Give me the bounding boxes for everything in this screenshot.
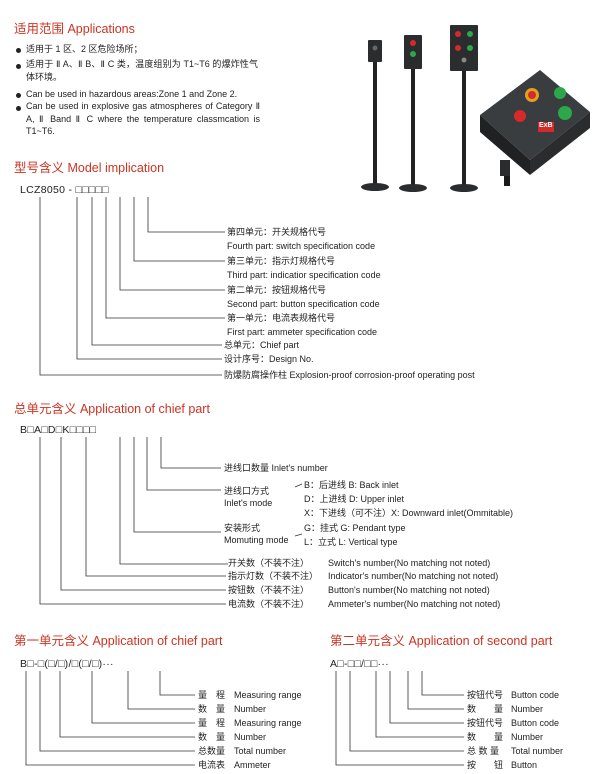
inlet-mode-en: Inlet's mode [224, 498, 273, 508]
first-row-2-en: Number [234, 704, 267, 714]
model-label-2-cn: 第二单元：按钮规格代号 [227, 285, 327, 295]
model-label-3-cn: 第三单元：指示灯规格代号 [227, 256, 336, 266]
switch-count-en: Switch's number(No matching not noted) [328, 558, 491, 568]
app-item-2: 适用于 Ⅱ A、Ⅱ B、Ⅱ C 类，温度组别为 T1~T6 的爆炸性气体环境。 [26, 59, 258, 82]
second-row-2-cn: 数 量 [467, 704, 504, 714]
inlet-option-x: X：下进线（可不注）X: Downward inlet(Ommitable) [304, 508, 514, 518]
inlet-option-d: D：上进线 D: Upper inlet [304, 494, 405, 504]
first-row-4-en: Number [234, 732, 267, 742]
first-row-6-cn: 电流表 [198, 760, 226, 770]
bullet [16, 106, 21, 111]
first-unit-title: 第一单元含义 Application of chief part [14, 634, 223, 648]
chief-code: B□A□D□K□□□□ [20, 424, 97, 436]
second-row-4-cn: 数 量 [467, 732, 504, 742]
first-unit-code: B□-□(□/□)/□(□/□)··· [20, 658, 114, 670]
indicator-count-cn: 指示灯数（不装不注） [228, 571, 319, 581]
first-row-3-cn: 量 程 [198, 718, 226, 728]
bullet [16, 64, 21, 69]
second-row-3-en: Button code [511, 718, 560, 728]
model-label-2-en: Second part: button specification code [227, 299, 380, 309]
model-label-3-en: Third part: indicatior specification cod… [227, 270, 381, 280]
app-item-4: Can be used in explosive gas atmospheres… [26, 101, 260, 136]
first-row-3-en: Measuring range [234, 718, 302, 728]
app-item-3: Can be used in hazardous areas:Zone 1 an… [26, 89, 238, 99]
inlet-option-b: B：后进线 B: Back inlet [304, 480, 399, 490]
second-row-5-cn: 总 数 量 [467, 746, 500, 756]
model-label-1-cn: 第一单元：电流表规格代号 [227, 313, 336, 323]
second-unit-title: 第二单元含义 Application of second part [330, 634, 553, 648]
chief-title: 总单元含义 Application of chief part [14, 402, 210, 416]
ammeter-count-en: Ammeter's number(No matching not noted) [328, 599, 501, 609]
second-row-6-en: Button [511, 760, 538, 770]
app-item-1: 适用于 1 区、2 区危险场所； [26, 44, 143, 54]
inlet-number-label: 进线口数量 Inlet's number [224, 463, 328, 473]
exb-label: ExB [539, 122, 553, 129]
operating-post-3 [450, 25, 478, 192]
second-row-4-en: Number [511, 732, 544, 742]
second-unit-code: A□-□□/□□··· [330, 658, 389, 670]
inlet-mode-cn: 进线口方式 [224, 486, 270, 496]
button-count-cn: 按钮数（不装不注） [228, 585, 310, 595]
mount-option-g: G：挂式 G: Pendant type [304, 523, 406, 533]
model-label-4-cn: 第四单元：开关规格代号 [227, 227, 327, 237]
model-label-design: 设计序号：Design No. [224, 354, 314, 364]
first-row-5-cn: 总数量 [198, 746, 226, 756]
second-row-3-cn: 按钮代号 [467, 718, 504, 728]
bullet [16, 93, 21, 98]
mount-mode-cn: 安装形式 [224, 523, 261, 533]
applications-title: 适用范围 Applications [14, 22, 135, 36]
second-row-6-cn: 按 钮 [467, 760, 504, 770]
mount-option-l: L：立式 L: Vertical type [304, 537, 398, 547]
indicator-count-en: Indicator's number(No matching not noted… [328, 571, 499, 581]
first-row-6-en: Ammeter [234, 760, 271, 770]
operating-post-2 [399, 35, 427, 192]
model-label-4-en: Fourth part: switch specification code [227, 241, 376, 251]
control-box [480, 70, 590, 186]
button-count-en: Button's number(No matching not noted) [328, 585, 490, 595]
switch-count-cn: 开关数（不装不注） [228, 558, 310, 568]
first-row-4-cn: 数 量 [198, 732, 226, 742]
operating-post-1 [361, 40, 389, 191]
bullet [16, 48, 21, 53]
first-row-1-cn: 量 程 [198, 690, 226, 700]
second-row-2-en: Number [511, 704, 544, 714]
model-label-chief: 总单元：Chief part [224, 340, 300, 350]
first-row-2-cn: 数 量 [198, 704, 226, 714]
second-row-5-en: Total number [511, 746, 564, 756]
second-row-1-cn: 按钮代号 [467, 690, 504, 700]
first-row-1-en: Measuring range [234, 690, 302, 700]
second-row-1-en: Button code [511, 690, 560, 700]
model-title: 型号含义 Model implication [14, 161, 165, 175]
mount-mode-en: Momuting mode [224, 535, 289, 545]
model-label-1-en: First part: ammeter specification code [227, 327, 378, 337]
model-label-product: 防爆防腐操作柱 Explosion-proof corrosion-proof … [224, 370, 475, 380]
model-code: LCZ8050 - □□□□□ [20, 184, 109, 196]
first-row-5-en: Total number [234, 746, 287, 756]
ammeter-count-cn: 电流数（不装不注） [228, 599, 310, 609]
